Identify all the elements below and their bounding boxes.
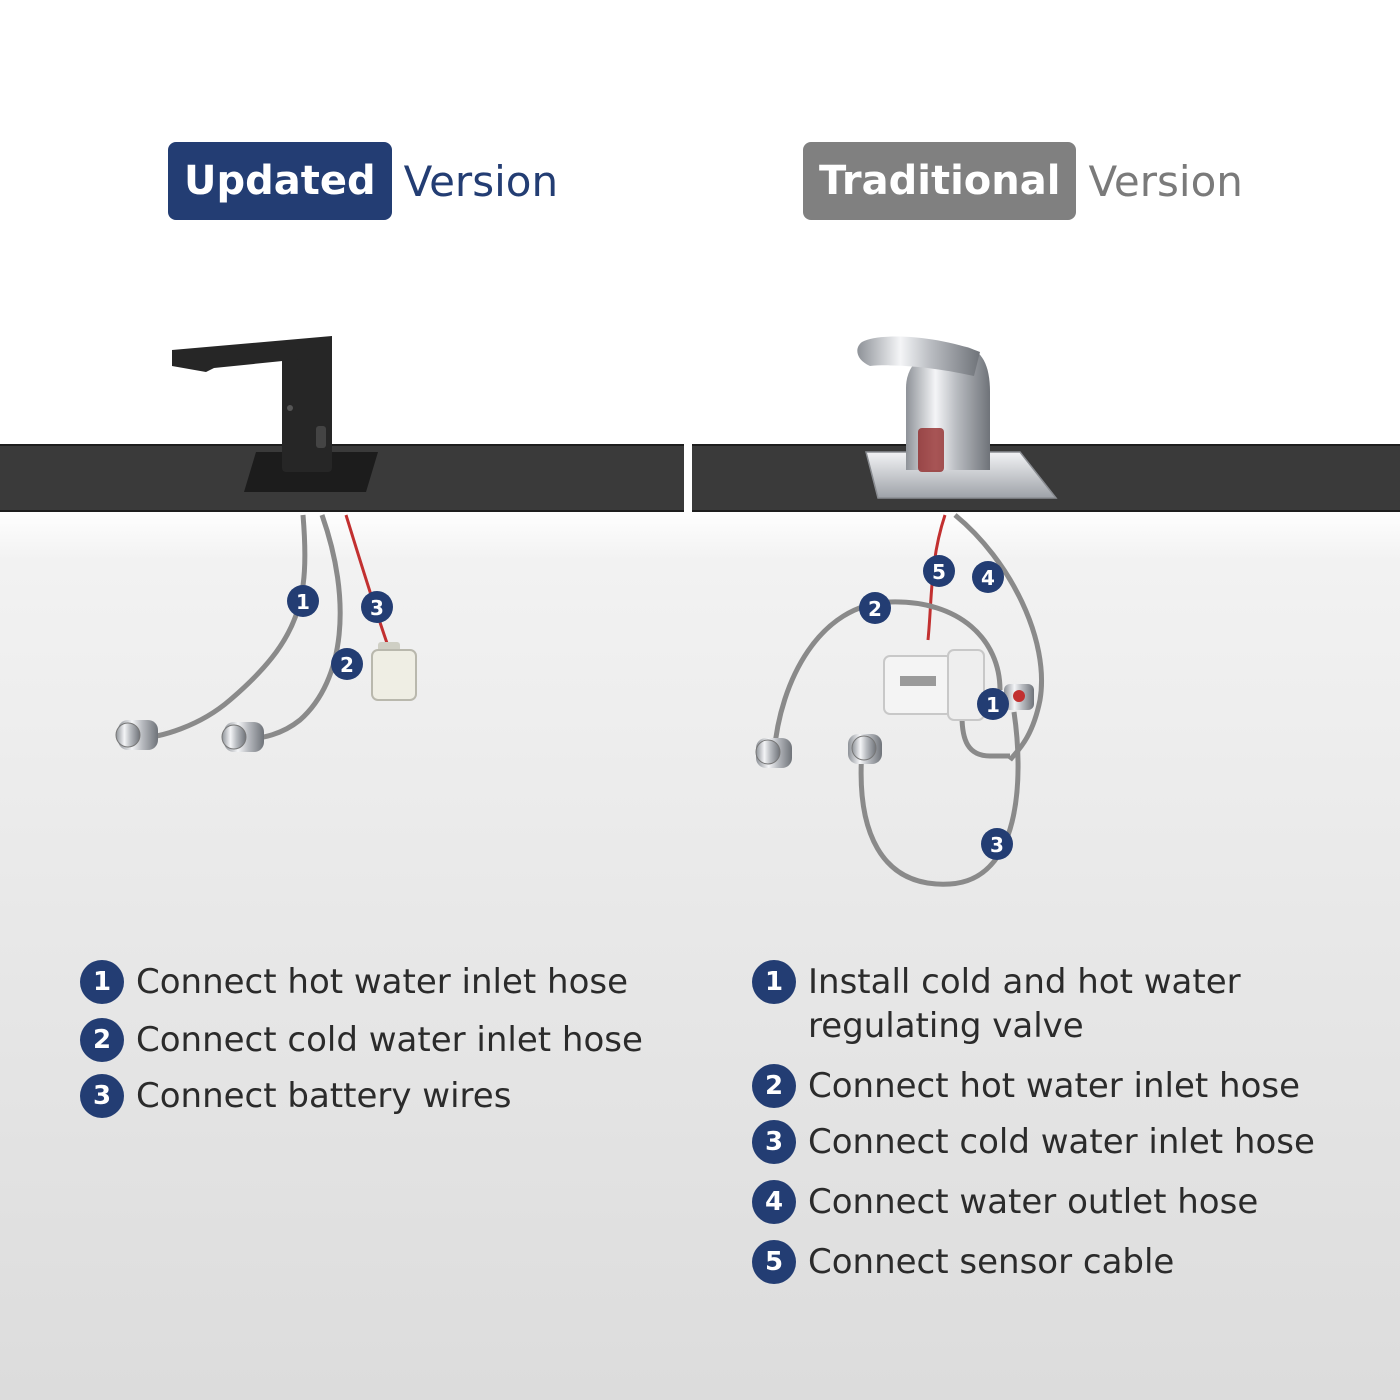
hot-water-hose-left — [137, 514, 308, 741]
countertop-gap — [684, 444, 692, 512]
traditional-badge-label: Traditional — [819, 158, 1061, 204]
black-faucet — [172, 336, 378, 492]
updated-steps-list: 1 Connect hot water inlet hose 2 Connect… — [80, 960, 700, 1118]
angle-valve-1 — [755, 738, 792, 768]
shutoff-valve-1 — [115, 720, 158, 750]
list-item: 2 Connect hot water inlet hose — [752, 1064, 1392, 1108]
svg-text:1: 1 — [986, 693, 1000, 717]
regulating-valve — [1004, 684, 1034, 710]
black-faucet-spout — [172, 336, 332, 372]
step-text: Connect battery wires — [136, 1076, 512, 1116]
traditional-version-suffix: Version — [1088, 156, 1243, 206]
shutoff-valve-2 — [221, 722, 264, 752]
diagram-marker: 3 — [981, 828, 1013, 860]
svg-text:5: 5 — [932, 560, 946, 584]
control-box — [883, 649, 985, 721]
chrome-faucet — [857, 336, 1058, 499]
list-item: 3 Connect cold water inlet hose — [752, 1120, 1392, 1164]
svg-text:1: 1 — [296, 590, 310, 614]
diagram-marker: 2 — [331, 648, 363, 680]
traditional-steps-list: 1 Install cold and hot water regulating … — [752, 960, 1392, 1284]
list-item: 5 Connect sensor cable — [752, 1240, 1392, 1284]
svg-text:2: 2 — [868, 597, 882, 621]
step-text: Connect cold water inlet hose — [136, 1020, 643, 1060]
svg-text:3: 3 — [990, 833, 1004, 857]
battery-box — [371, 642, 417, 701]
sensor-window — [287, 405, 293, 411]
step-number-badge: 2 — [752, 1064, 796, 1108]
updated-badge-label: Updated — [184, 158, 376, 204]
traditional-badge: Traditional — [803, 142, 1077, 220]
list-item: 3 Connect battery wires — [80, 1074, 700, 1118]
traditional-version-header: Traditional Version — [803, 142, 1243, 220]
step-text: Connect sensor cable — [808, 1242, 1175, 1282]
step-text: Connect hot water inlet hose — [808, 1066, 1301, 1106]
countertop-left — [0, 444, 684, 512]
top-background — [0, 0, 1400, 512]
diagram-marker: 4 — [972, 561, 1004, 593]
step-text: Connect hot water inlet hose — [136, 962, 629, 1002]
updated-markers: 1 3 2 — [287, 585, 393, 680]
black-faucet-knob — [316, 426, 326, 448]
step-text: Connect cold water inlet hose — [808, 1122, 1315, 1162]
step-number-badge: 5 — [752, 1240, 796, 1284]
list-item: 2 Connect cold water inlet hose — [80, 1018, 700, 1062]
outlet-hose — [953, 513, 1044, 762]
cold-water-hose-left — [245, 514, 343, 743]
updated-badge: Updated — [168, 142, 392, 220]
updated-version-suffix: Version — [403, 156, 559, 206]
diagram-marker: 1 — [287, 585, 319, 617]
step-text: Install cold and hot water regulating va… — [808, 962, 1241, 1046]
diagram-marker: 5 — [923, 555, 955, 587]
valve-connector-hose — [959, 715, 1010, 759]
step-text: Connect water outlet hose — [808, 1182, 1259, 1222]
svg-text:4: 4 — [981, 566, 995, 590]
step-number-badge: 1 — [752, 960, 796, 1004]
cold-water-hose-right — [858, 711, 1021, 887]
list-item: 1 Connect hot water inlet hose — [80, 960, 700, 1004]
list-item: 4 Connect water outlet hose — [752, 1180, 1392, 1224]
chrome-sensor-window — [918, 428, 944, 472]
step-number-badge: 2 — [80, 1018, 124, 1062]
chrome-faucet-spout — [857, 336, 980, 376]
step-number-badge: 3 — [80, 1074, 124, 1118]
svg-text:2: 2 — [340, 653, 354, 677]
step-number-badge: 1 — [80, 960, 124, 1004]
countertop-right — [692, 444, 1400, 512]
diagram-marker: 1 — [977, 688, 1009, 720]
battery-wire — [344, 514, 390, 647]
list-item: 1 Install cold and hot water regulating … — [752, 960, 1392, 1048]
traditional-hoses — [755, 513, 1044, 887]
step-number-badge: 4 — [752, 1180, 796, 1224]
black-faucet-body — [282, 350, 332, 472]
installation-illustrations: 1 3 2 5 4 2 1 3 — [115, 336, 1058, 887]
angle-valve-2 — [848, 734, 882, 764]
traditional-markers: 5 4 2 1 3 — [859, 555, 1013, 860]
svg-text:3: 3 — [370, 596, 384, 620]
updated-hoses — [115, 514, 417, 752]
diagram-marker: 2 — [859, 592, 891, 624]
updated-version-header: Updated Version — [168, 142, 558, 220]
diagram-marker: 3 — [361, 591, 393, 623]
step-number-badge: 3 — [752, 1120, 796, 1164]
